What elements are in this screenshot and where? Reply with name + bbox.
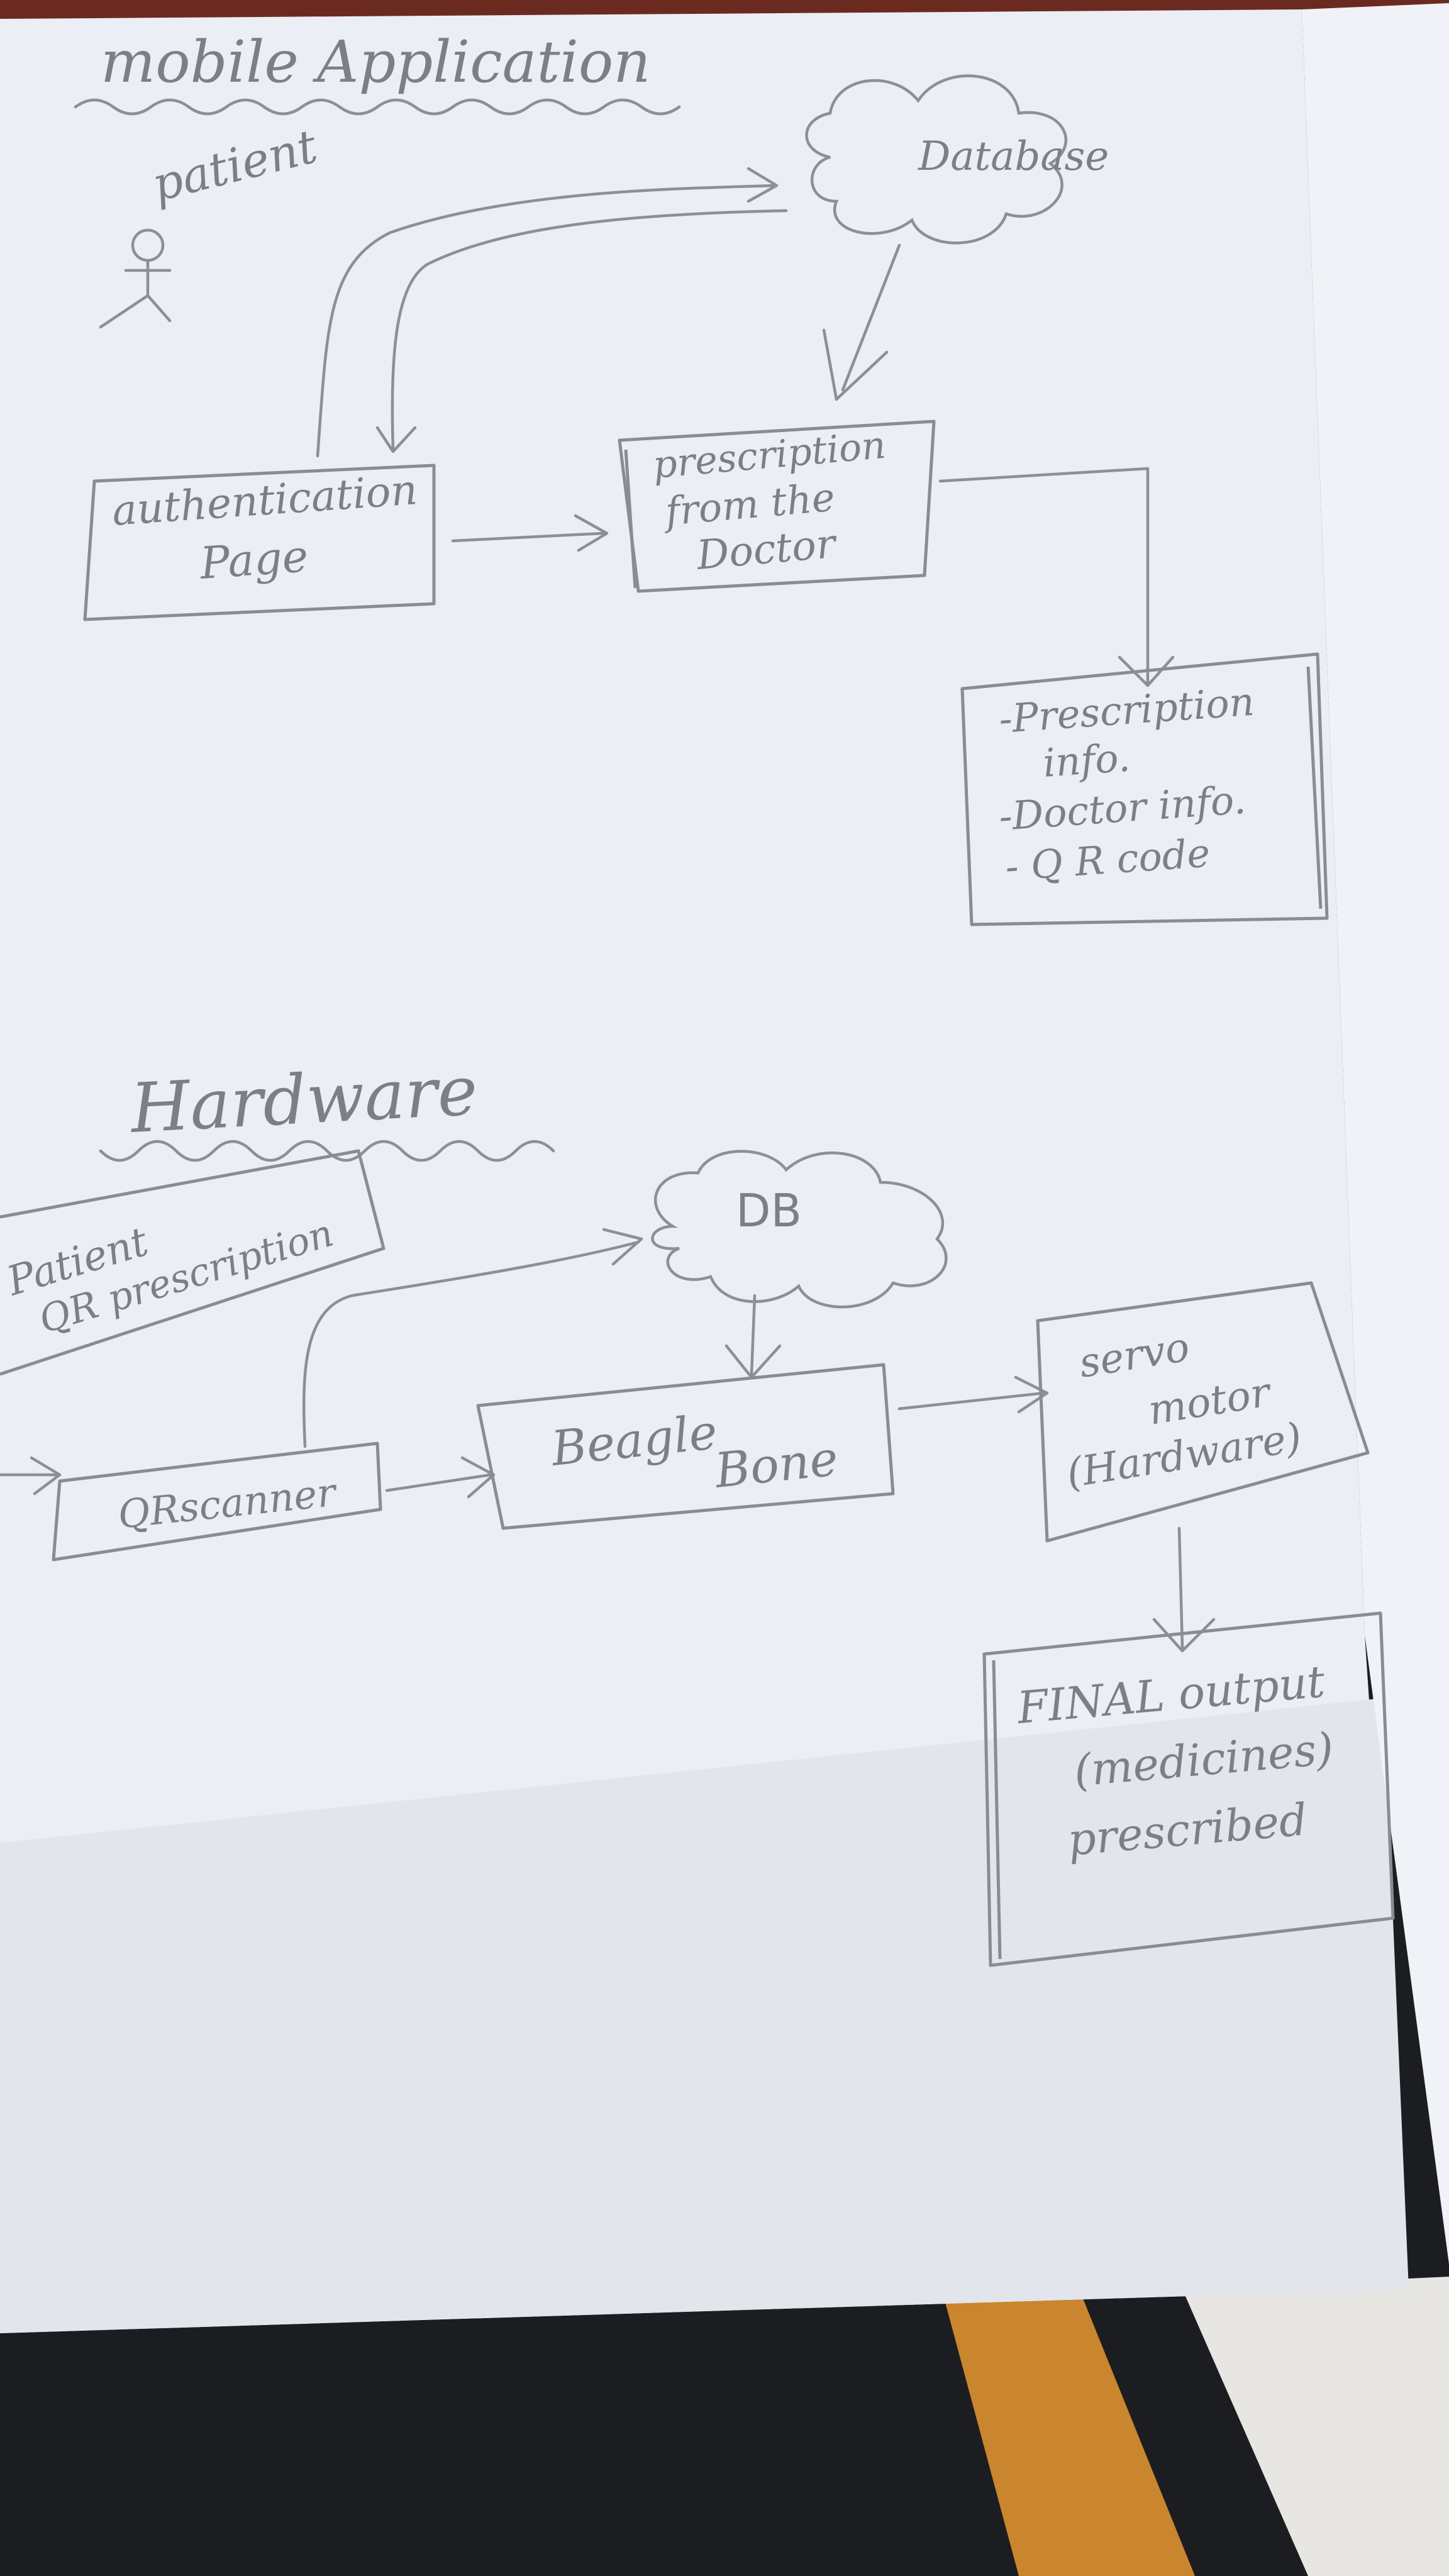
auth-box-line2: Page (197, 530, 309, 589)
database-label: Database (918, 133, 1109, 180)
arrowhead-database-in (747, 167, 779, 203)
arrowhead-scanner-in (30, 1456, 62, 1496)
paper-side-strip (1302, 3, 1449, 2264)
stick-figure-icon (99, 228, 172, 329)
db-label: DB (736, 1184, 802, 1237)
cloud-icon (805, 74, 1068, 245)
arrow-database-to-auth (391, 209, 788, 452)
arrow-beaglebone-to-servo (897, 1391, 1046, 1411)
arrowhead-servo-in (1014, 1375, 1049, 1414)
hardware-title-underline (99, 1140, 555, 1162)
arrowhead-db-in (602, 1228, 643, 1266)
cloud-icon (651, 1150, 948, 1309)
arrow-prescription-to-info (938, 467, 1150, 684)
arrow-auth-to-database (316, 184, 775, 458)
hardware-section-title: Hardware (128, 1052, 480, 1148)
chair-shape (943, 2296, 1195, 2576)
arrowhead-auth-in (375, 426, 417, 453)
arrowhead-info-in (1118, 655, 1175, 687)
arrow-scanner-to-beaglebone (385, 1473, 492, 1492)
floor-shape (1182, 2277, 1449, 2576)
db-cloud: DB (651, 1150, 948, 1309)
title-underline (74, 98, 681, 116)
info-box-line2: info. (1041, 734, 1131, 786)
paper-fold-shadow (0, 1698, 1409, 2333)
arrow-database-to-prescription (841, 243, 901, 392)
arrow-servo-to-final (1177, 1526, 1184, 1650)
database-cloud: Database (805, 74, 1109, 245)
mobile-section-title: mobile Application (101, 28, 651, 96)
arrowhead-auth-to-prescription (574, 514, 609, 552)
arrow-db-to-beaglebone (750, 1294, 757, 1376)
beaglebone-line2: Bone (711, 1430, 841, 1499)
arrowhead-prescription-in (822, 328, 889, 401)
arrow-scanner-to-db (302, 1240, 640, 1448)
beaglebone-box: Beagle Bone (476, 1363, 895, 1530)
arrow-auth-to-prescription (451, 531, 606, 543)
